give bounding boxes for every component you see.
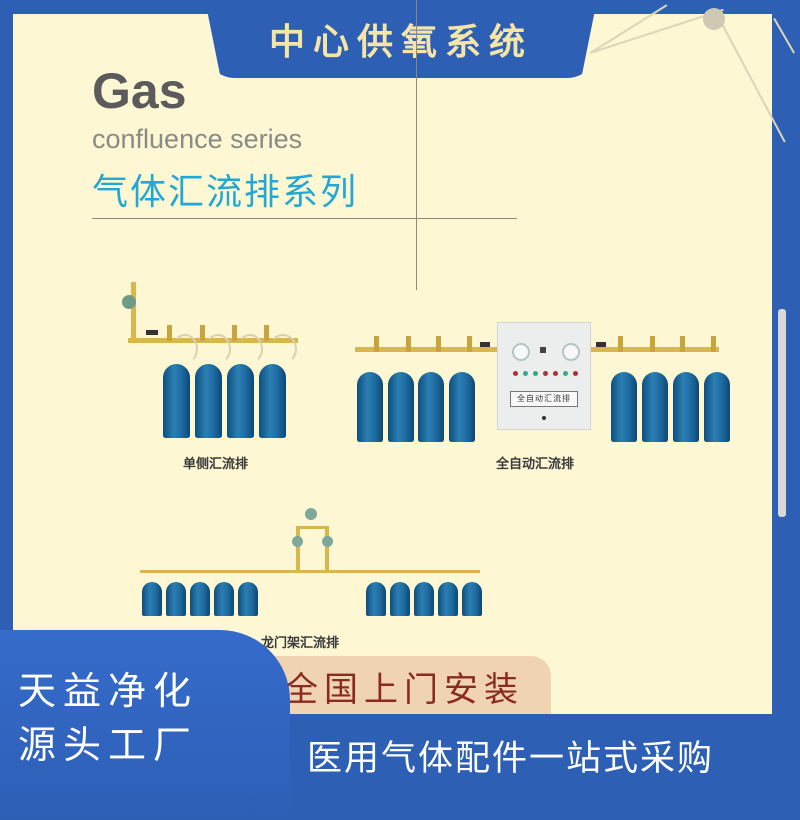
cabinet-nameplate: 全自动汇流排: [510, 391, 578, 407]
title-confluence-series: confluence series: [92, 124, 303, 154]
gas-cylinder: [366, 582, 386, 616]
indicator-light: [513, 371, 518, 376]
valve-icon: [680, 336, 685, 352]
keyhole-icon: [542, 416, 546, 420]
brand-text: 天益净化 源头工厂: [18, 664, 198, 772]
regulator-icon: [322, 536, 333, 547]
manifold-riser: [131, 282, 136, 340]
indicator-light: [523, 371, 528, 376]
hose-icon: [237, 334, 263, 364]
divider-horizontal: [92, 218, 517, 219]
gas-cylinder: [166, 582, 186, 616]
indicator-light: [543, 371, 548, 376]
hose-icon: [269, 334, 297, 364]
gas-cylinder: [214, 582, 234, 616]
gas-cylinder: [259, 364, 286, 438]
pressure-gauge-icon: [512, 343, 530, 361]
header: 中心供氧系统: [205, 0, 597, 78]
regulator-icon: [122, 295, 136, 309]
brand-line-1: 天益净化: [18, 669, 199, 713]
header-tab: [205, 0, 597, 78]
gas-cylinder: [414, 582, 434, 616]
install-badge: [266, 656, 551, 714]
gas-cylinder: [142, 582, 162, 616]
valve-icon: [200, 325, 205, 341]
valve-icon: [650, 336, 655, 352]
gas-cylinder: [704, 372, 730, 442]
product-label: 龙门架汇流排: [261, 636, 340, 651]
gas-cylinder: [227, 364, 254, 438]
gas-cylinder: [438, 582, 458, 616]
gas-cylinder: [673, 372, 699, 442]
indicator-light: [533, 371, 538, 376]
gas-cylinder: [238, 582, 258, 616]
valve-icon: [406, 336, 411, 352]
gas-cylinder: [388, 372, 414, 442]
gas-cylinder: [357, 372, 383, 442]
gantry-post: [325, 528, 329, 572]
gas-cylinder: [611, 372, 637, 442]
title-gas: Gas: [92, 63, 187, 119]
valve-icon: [232, 325, 237, 341]
gantry-beam: [296, 526, 329, 529]
valve-icon: [467, 336, 472, 352]
page-title: 中心供氧系统: [268, 22, 533, 63]
valve-icon: [374, 336, 379, 352]
hose-icon: [205, 334, 231, 364]
gantry-post: [296, 528, 300, 572]
gas-cylinder: [642, 372, 668, 442]
gas-cylinder: [449, 372, 475, 442]
slogan-text: 医用气体配件一站式采购: [307, 739, 715, 779]
valve-handle-icon: [146, 330, 158, 335]
indicator-light: [553, 371, 558, 376]
brand-block: [0, 630, 290, 820]
hose-icon: [172, 334, 198, 364]
decor-dot: [703, 8, 725, 30]
product-label: 全自动汇流排: [496, 457, 575, 472]
divider-vertical: [416, 0, 417, 290]
valve-icon: [264, 325, 269, 341]
manifold-pipe: [140, 570, 480, 573]
decor-line: [773, 18, 795, 54]
indicator-light: [573, 371, 578, 376]
pressure-gauge-icon: [562, 343, 580, 361]
install-badge-text: 全国上门安装: [284, 670, 524, 710]
switch-icon: [540, 347, 546, 353]
brand-line-2: 源头工厂: [18, 723, 199, 767]
valve-icon: [436, 336, 441, 352]
gas-cylinder: [163, 364, 190, 438]
valve-handle-icon: [596, 342, 606, 347]
regulator-icon: [305, 508, 317, 520]
control-cabinet: 全自动汇流排: [497, 322, 591, 430]
gas-cylinder: [190, 582, 210, 616]
valve-icon: [618, 336, 623, 352]
manifold-pipe: [355, 347, 497, 352]
gas-cylinder: [418, 372, 444, 442]
gas-cylinder: [462, 582, 482, 616]
gas-cylinder: [195, 364, 222, 438]
valve-handle-icon: [480, 342, 490, 347]
scrollbar[interactable]: [778, 309, 786, 517]
title-cn-series: 气体汇流排系列: [92, 172, 359, 213]
valve-icon: [711, 336, 716, 352]
gas-cylinder: [390, 582, 410, 616]
valve-icon: [167, 325, 172, 341]
indicator-light: [563, 371, 568, 376]
regulator-icon: [292, 536, 303, 547]
product-label: 单侧汇流排: [183, 457, 249, 472]
